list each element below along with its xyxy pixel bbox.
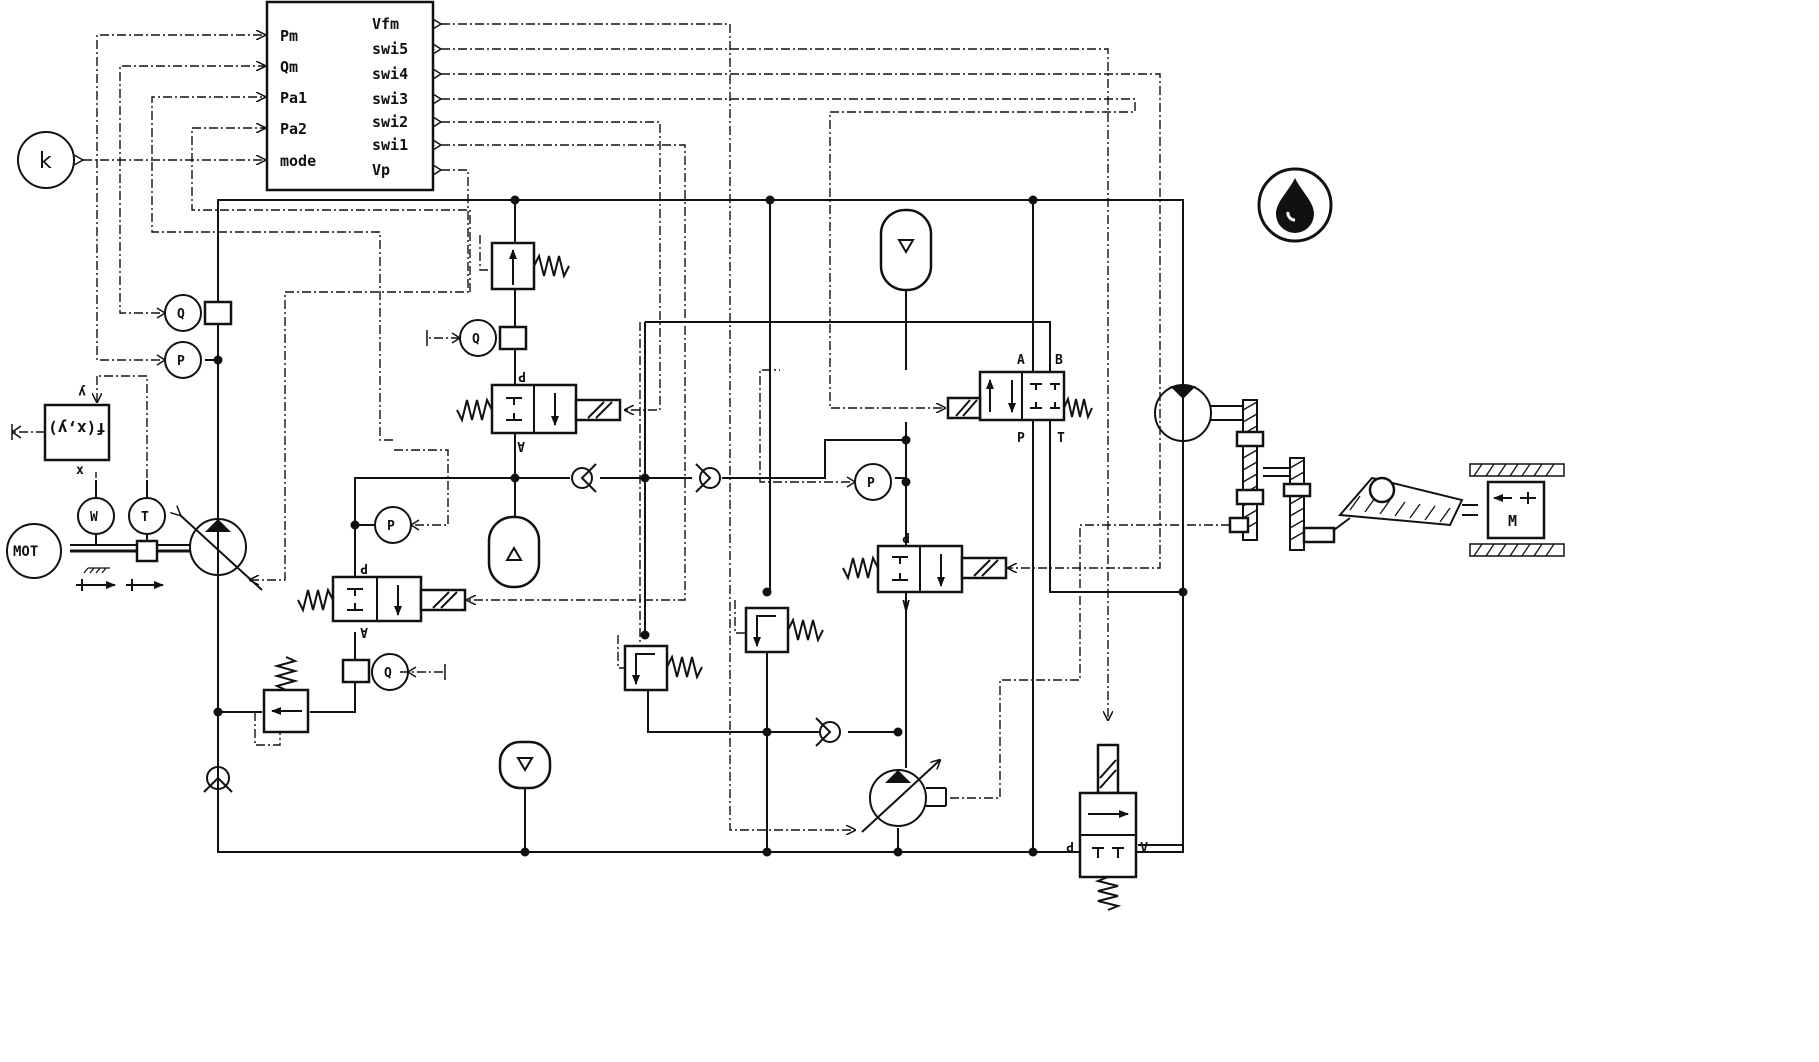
flow-sensor[interactable]: Q: [341, 653, 446, 691]
function-block[interactable]: f(x,y) x y: [11, 384, 111, 478]
check-valve[interactable]: [571, 463, 597, 493]
function-port-y: y: [78, 384, 86, 399]
variable-pump[interactable]: [180, 515, 263, 591]
proportional-valve[interactable]: A B P T: [946, 353, 1093, 446]
controller-output-label: swi5: [372, 40, 408, 58]
flow-sensor-label: Q: [384, 666, 392, 681]
controller-input-label: Pa2: [280, 120, 307, 138]
pressure-valve[interactable]: [490, 241, 570, 291]
pressure-sensor-label: P: [867, 476, 875, 491]
port-label: P: [518, 368, 526, 383]
accumulator[interactable]: [498, 740, 552, 790]
relief-valve[interactable]: [744, 606, 824, 654]
controller-block[interactable]: Pm Qm Pa1 Pa2 mode Vfm swi5 swi4 swi3 sw…: [265, 0, 443, 192]
port-label: A: [360, 624, 368, 639]
junction-dots: [213, 195, 1188, 857]
constant-source[interactable]: k: [17, 131, 85, 189]
controller-output-label: Vp: [372, 161, 390, 179]
relief-valve[interactable]: [623, 644, 703, 692]
port-label: T: [1057, 431, 1065, 446]
check-valve[interactable]: [815, 717, 841, 747]
motor-label: MOT: [13, 544, 38, 560]
oil-drop-icon: [1257, 167, 1333, 243]
pressure-sensor-label: P: [387, 519, 395, 534]
speed-sensor-label: W: [90, 510, 98, 525]
port-label: A: [902, 596, 910, 611]
controller-output-label: swi1: [372, 136, 408, 154]
relief-valve[interactable]: [262, 656, 310, 734]
pressure-sensor[interactable]: P: [355, 506, 420, 544]
check-valve[interactable]: [695, 463, 721, 493]
port-label: P: [360, 560, 368, 575]
accumulator[interactable]: [879, 208, 933, 292]
directional-valve[interactable]: P A: [842, 529, 1008, 611]
accumulator[interactable]: [487, 515, 541, 589]
port-label: P: [1017, 431, 1025, 446]
controller-input-label: Qm: [280, 58, 298, 76]
port-label: B: [1055, 353, 1063, 368]
torque-sensor-label: T: [141, 510, 149, 525]
port-label: P: [902, 529, 910, 544]
controller-outputs: Vfm swi5 swi4 swi3 swi2 swi1 Vp: [372, 15, 408, 179]
pressure-sensor[interactable]: P: [156, 341, 202, 379]
directional-valve[interactable]: P A: [456, 368, 622, 453]
function-port-x: x: [76, 463, 84, 478]
machine-load[interactable]: M: [1469, 463, 1565, 557]
hydraulic-schematic: Pm Qm Pa1 Pa2 mode Vfm swi5 swi4 swi3 sw…: [6, 0, 1565, 911]
gear-train: [1228, 399, 1478, 551]
controller-output-label: Vfm: [372, 15, 399, 33]
directional-valve[interactable]: P A: [297, 560, 467, 639]
controller-inputs: Pm Qm Pa1 Pa2 mode: [280, 27, 316, 170]
speed-sensor[interactable]: W: [77, 480, 115, 545]
torque-sensor[interactable]: T: [128, 480, 166, 563]
function-block-label: f(x,y): [48, 419, 106, 438]
hydraulic-lines: [70, 199, 1184, 853]
signal-lines: [12, 23, 1230, 830]
pressure-sensor-label: P: [177, 354, 185, 369]
controller-input-label: mode: [280, 152, 316, 170]
flow-sensor-label: Q: [177, 307, 185, 322]
electric-motor[interactable]: MOT: [6, 523, 62, 579]
flow-sensor-label: Q: [472, 332, 480, 347]
motion-arrows: [76, 567, 164, 591]
variable-pump-motor[interactable]: [861, 760, 947, 833]
controller-output-label: swi2: [372, 113, 408, 131]
controller-output-label: swi3: [372, 90, 408, 108]
controller-input-label: Pm: [280, 27, 298, 45]
check-valve[interactable]: [203, 766, 233, 793]
flow-sensor[interactable]: Q: [156, 294, 233, 332]
port-label: A: [1017, 353, 1025, 368]
machine-label: M: [1508, 512, 1517, 530]
pressure-sensor[interactable]: P: [846, 463, 892, 501]
constant-source-label: k: [39, 149, 52, 174]
port-label: A: [1140, 838, 1148, 853]
port-label: P: [1066, 838, 1074, 853]
flow-sensor[interactable]: Q: [426, 319, 528, 357]
port-label: A: [517, 438, 525, 453]
controller-input-label: Pa1: [280, 89, 307, 107]
controller-output-label: swi4: [372, 65, 408, 83]
directional-valve[interactable]: P A: [1066, 743, 1148, 911]
hydraulic-motor[interactable]: [1154, 384, 1243, 442]
